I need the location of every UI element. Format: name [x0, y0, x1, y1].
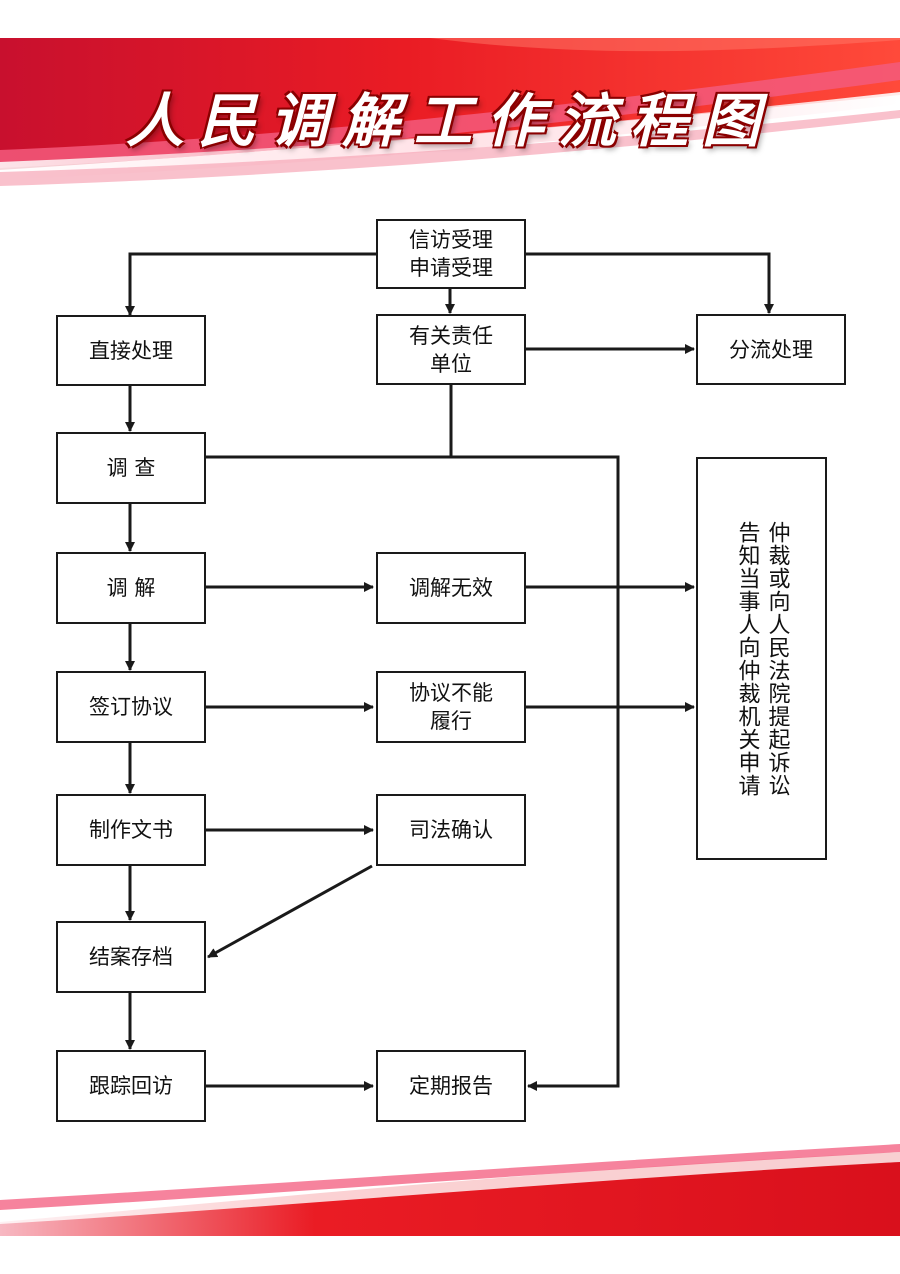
node-responsible-unit: 有关责任 单位	[376, 314, 526, 385]
page-title: 人民调解工作流程图	[125, 87, 774, 155]
node-agreement-unfulfilled: 协议不能 履行	[376, 671, 526, 743]
top-banner	[0, 38, 900, 186]
node-sign-agreement: 签订协议	[56, 671, 206, 743]
node-direct-handling: 直接处理	[56, 315, 206, 386]
arrow-intake-diversion	[525, 252, 774, 314]
node-judicial-confirm: 司法确认	[376, 794, 526, 866]
bottom-banner	[0, 1144, 900, 1274]
arrow-investigate-report	[205, 455, 620, 1091]
node-archive: 结案存档	[56, 921, 206, 993]
node-arbitration: 仲裁或向人民法院提起诉讼 告知当事人向仲裁机关申请	[696, 457, 827, 860]
node-periodic-report: 定期报告	[376, 1050, 526, 1122]
node-mediate: 调 解	[56, 552, 206, 624]
arbitration-text: 仲裁或向人民法院提起诉讼 告知当事人向仲裁机关申请	[734, 520, 790, 797]
node-investigate: 调 查	[56, 432, 206, 504]
arrow-judicial-archive	[207, 864, 373, 959]
node-mediation-invalid: 调解无效	[376, 552, 526, 624]
arrow-intake-direct	[125, 252, 376, 316]
node-follow-up: 跟踪回访	[56, 1050, 206, 1122]
node-intake: 信访受理 申请受理	[376, 219, 526, 289]
node-diversion: 分流处理	[696, 314, 846, 385]
node-make-documents: 制作文书	[56, 794, 206, 866]
